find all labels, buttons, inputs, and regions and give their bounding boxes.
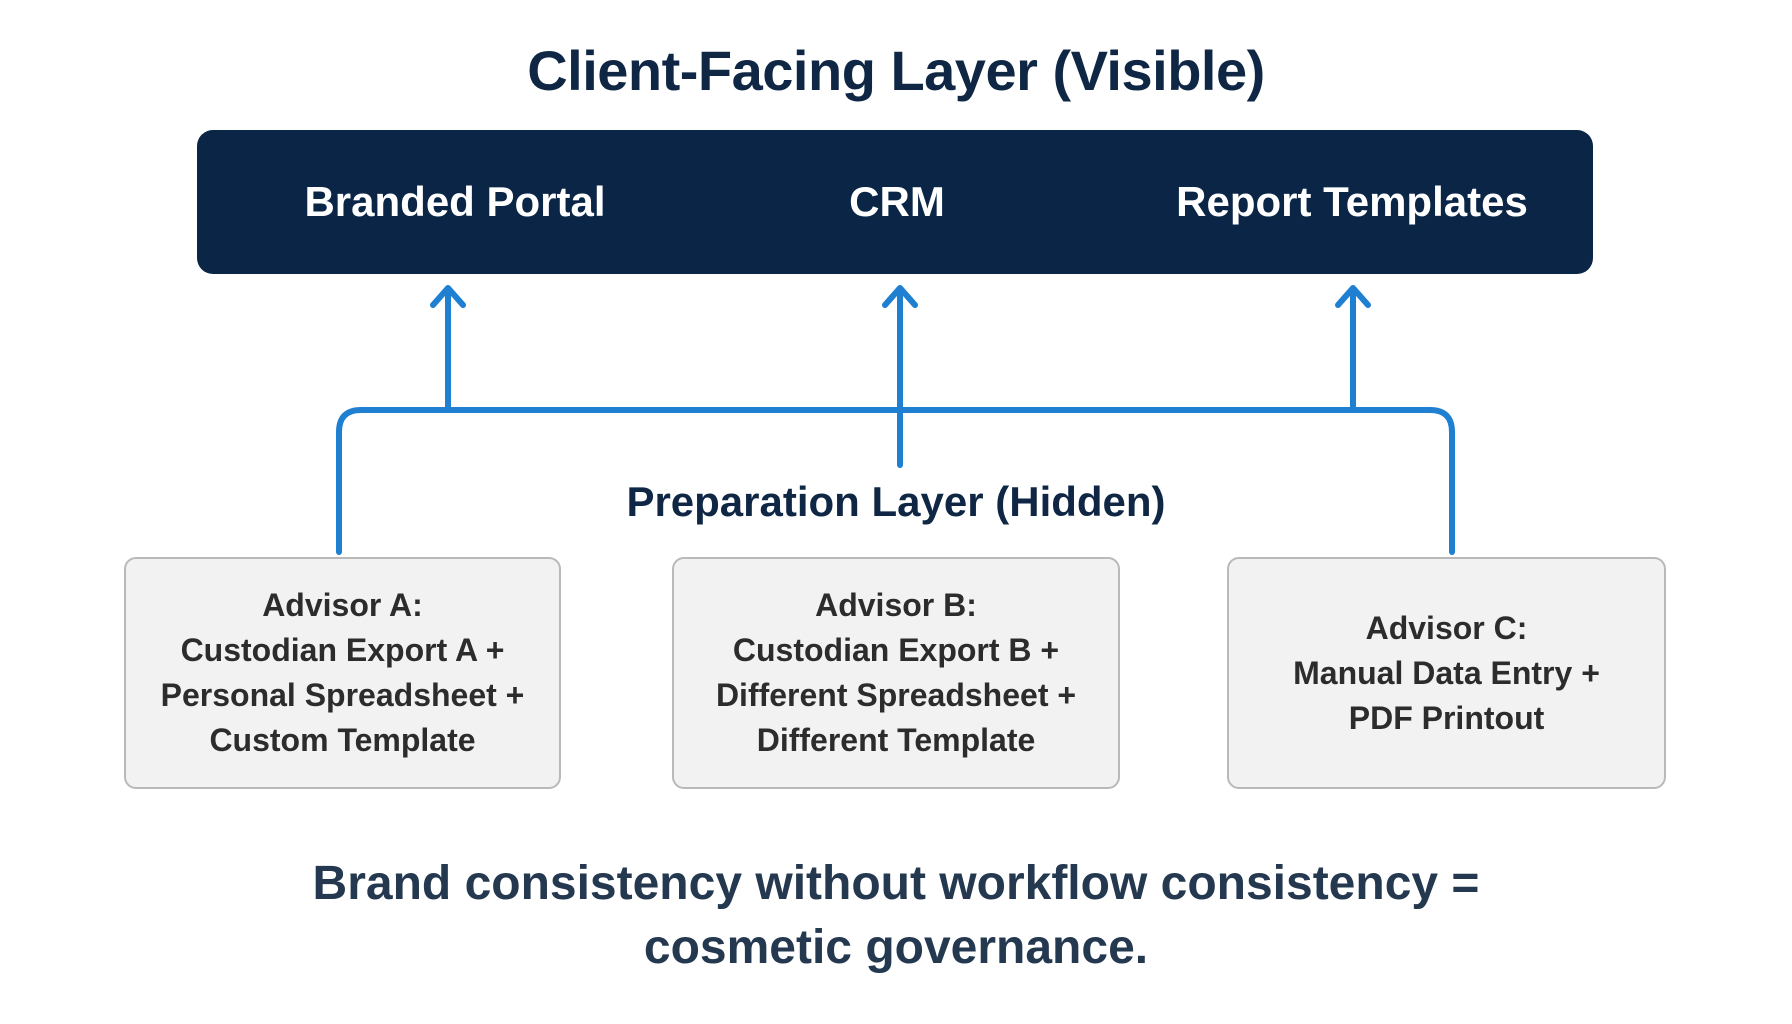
arrow-head-crm	[882, 285, 918, 308]
advisor-b-text: Advisor B: Custodian Export B + Differen…	[716, 583, 1076, 763]
advisor-a-line: Custom Template	[209, 722, 476, 758]
conclusion-line-2: cosmetic governance.	[643, 921, 1149, 974]
advisor-a-box: Advisor A: Custodian Export A + Personal…	[124, 557, 561, 789]
advisor-a-line: Personal Spreadsheet +	[160, 677, 525, 713]
connector-bus-line	[336, 407, 1455, 555]
arrow-head-portal	[430, 285, 466, 308]
branded-portal-label: Branded Portal	[304, 178, 606, 225]
diagram-title: Client-Facing Layer (Visible)	[527, 39, 1265, 102]
crm-label: CRM	[849, 178, 945, 225]
advisor-b-line: Different Spreadsheet +	[715, 677, 1077, 713]
advisor-b-box: Advisor B: Custodian Export B + Differen…	[672, 557, 1120, 789]
preparation-layer-label: Preparation Layer (Hidden)	[626, 478, 1166, 525]
advisor-c-text: Advisor C: Manual Data Entry + PDF Print…	[1293, 606, 1600, 741]
advisor-b-line: Custodian Export B +	[732, 632, 1060, 668]
advisor-b-line: Different Template	[756, 722, 1036, 758]
arrow-head-templates	[1335, 285, 1371, 308]
conclusion-line-1: Brand consistency without workflow consi…	[312, 857, 1480, 910]
advisor-a-text: Advisor A: Custodian Export A + Personal…	[161, 583, 525, 763]
advisor-a-line: Advisor A:	[262, 587, 423, 623]
advisor-b-line: Advisor B:	[815, 587, 977, 623]
report-templates-label: Report Templates	[1176, 178, 1528, 225]
advisor-c-line: Manual Data Entry +	[1293, 654, 1600, 691]
advisor-a-line: Custodian Export A +	[180, 632, 505, 668]
conclusion-text: Brand consistency without workflow consi…	[0, 852, 1792, 980]
advisor-c-box: Advisor C: Manual Data Entry + PDF Print…	[1227, 557, 1666, 789]
advisor-c-line: PDF Printout	[1348, 699, 1545, 736]
advisor-c-line: Advisor C:	[1365, 609, 1528, 646]
client-facing-layer-bar: Branded Portal CRM Report Templates	[197, 130, 1593, 274]
